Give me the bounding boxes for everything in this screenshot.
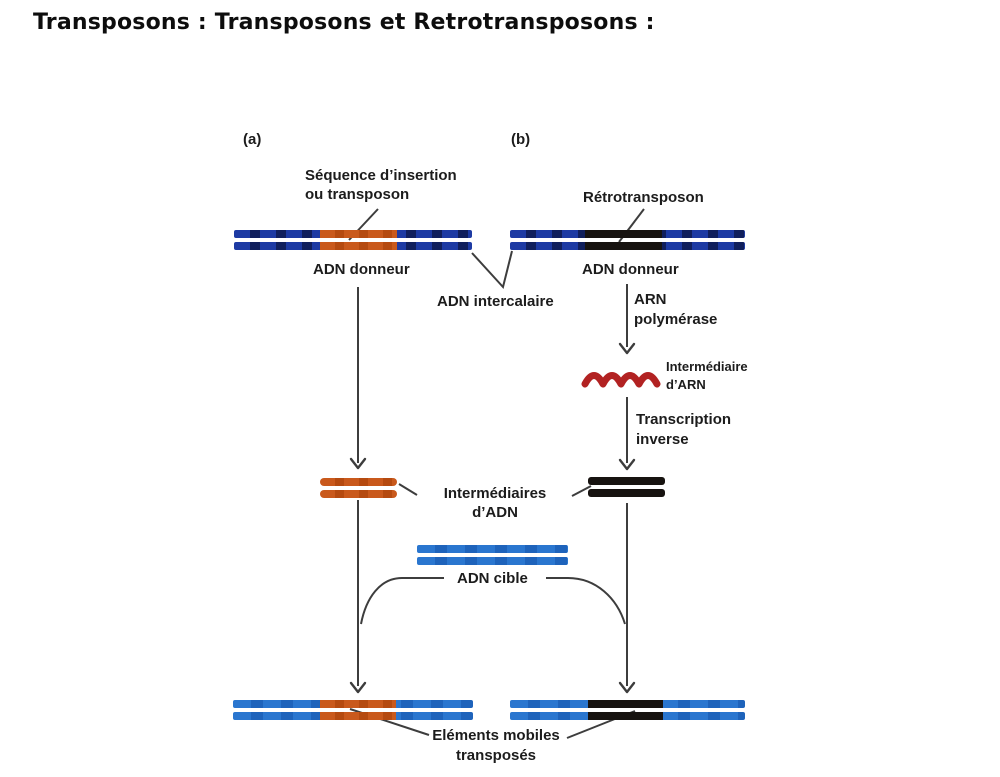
- intercalaire-pointer-v: [471, 250, 513, 290]
- dna-strand: [588, 489, 665, 497]
- intermediaires-adn-line1: Intermédiaires: [443, 485, 547, 502]
- dna-strand: [588, 477, 665, 485]
- dna-strand: [233, 712, 473, 720]
- result-dna-a-bar: [233, 700, 473, 720]
- arrow-a-target-head: [349, 681, 367, 694]
- panel-b-label: (b): [511, 131, 531, 148]
- donor-dna-a-bar: [234, 230, 472, 250]
- intermediaires-adn-line2: d’ADN: [472, 504, 518, 521]
- intermediaire-arn-label: Intermédiaire d’ARN: [666, 358, 748, 394]
- tick-orange-intermediate: [398, 483, 418, 496]
- transposed-element-segment: [320, 712, 396, 720]
- transposed-element-segment: [320, 700, 396, 708]
- adn-donneur-a-label: ADN donneur: [313, 261, 410, 278]
- dna-strand: [417, 545, 568, 553]
- retrotransposon-label: Rétrotransposon: [583, 189, 704, 206]
- sequence-insertion-label: Séquence d’insertion ou transposon: [305, 166, 457, 204]
- transposon-segment: [320, 242, 397, 250]
- rna-wave: [581, 372, 661, 388]
- dna-strand: [234, 242, 472, 250]
- arn-polymerase-label: ARN polymérase: [634, 290, 717, 330]
- intermediaire-arn-line1: Intermédiaire: [666, 359, 748, 374]
- dna-strand: [417, 557, 568, 565]
- panel-a-label: (a): [243, 131, 262, 148]
- cible-left-curve: [360, 577, 444, 625]
- arrow-b-target-head: [618, 681, 636, 694]
- adn-intercalaire-label: ADN intercalaire: [437, 293, 554, 310]
- arrow-a-donor-head: [349, 457, 367, 470]
- sequence-insertion-line2: ou transposon: [305, 186, 410, 203]
- sequence-insertion-line1: Séquence d’insertion: [305, 167, 457, 184]
- donor-dna-b-bar: [510, 230, 745, 250]
- dna-strand: [510, 700, 745, 708]
- dna-strand: [510, 242, 745, 250]
- dna-strand: [233, 700, 473, 708]
- transcription-inverse-line2: inverse: [636, 431, 689, 448]
- dna-strand: [510, 230, 745, 238]
- dna-strand: [234, 230, 472, 238]
- dna-strand: [320, 478, 397, 486]
- retrotransposon-segment: [585, 242, 662, 250]
- result-dna-b-bar: [510, 700, 745, 720]
- adn-cible-label: ADN cible: [457, 570, 528, 587]
- transposed-element-segment: [588, 712, 663, 720]
- arn-polymerase-line1: ARN: [634, 291, 667, 308]
- target-dna-bar: [417, 545, 568, 565]
- transcription-inverse-label: Transcription inverse: [636, 410, 731, 450]
- dna-intermediate-b-bar: [588, 477, 665, 497]
- page-title: Transposons : Transposons et Retrotransp…: [33, 10, 655, 35]
- transcription-inverse-line1: Transcription: [636, 411, 732, 428]
- transposon-segment: [320, 230, 397, 238]
- elements-mobiles-line2: transposés: [455, 747, 537, 764]
- dna-strand: [510, 712, 745, 720]
- transposed-element-segment: [588, 700, 663, 708]
- retrotransposon-segment: [585, 230, 662, 238]
- elements-mobiles-line1: Eléments mobiles: [432, 727, 560, 744]
- arrow-b-polymerase-head: [618, 342, 636, 355]
- adn-donneur-b-label: ADN donneur: [582, 261, 679, 278]
- dna-intermediate-a-bar: [320, 478, 397, 498]
- dna-strand: [320, 490, 397, 498]
- cible-right-curve: [546, 577, 626, 625]
- arrow-b-reverse-transcription-head: [618, 458, 636, 471]
- intermediaires-adn-label: Intermédiaires d’ADN: [444, 484, 547, 522]
- elements-mobiles-label: Eléments mobiles transposés: [432, 726, 560, 766]
- intermediaire-arn-line2: d’ARN: [666, 377, 706, 392]
- arn-polymerase-line2: polymérase: [634, 311, 718, 328]
